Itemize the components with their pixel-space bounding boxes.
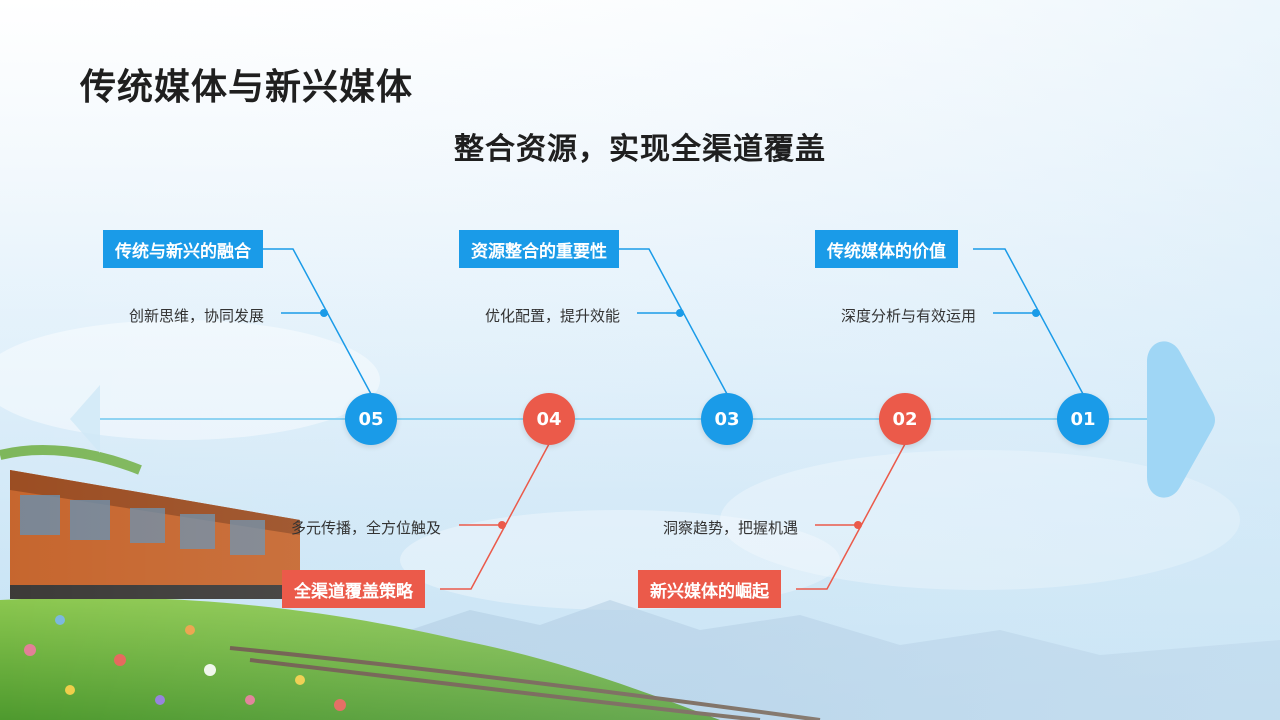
step-title-05: 传统与新兴的融合 <box>103 230 263 268</box>
branch-02 <box>796 443 906 590</box>
step-circle-02: 02 <box>879 393 931 445</box>
step-title-04: 全渠道覆盖策略 <box>282 570 425 608</box>
step-desc-02: 洞察趋势，把握机遇 <box>663 519 799 537</box>
step-circle-04: 04 <box>523 393 575 445</box>
branch-01 <box>973 248 1084 395</box>
step-title-03: 资源整合的重要性 <box>459 230 619 268</box>
step-desc-03: 优化配置，提升效能 <box>485 307 621 325</box>
step-circle-05: 05 <box>345 393 397 445</box>
step-circle-01: 01 <box>1057 393 1109 445</box>
step-desc-04: 多元传播，全方位触及 <box>291 519 442 537</box>
fishbone-arrow-tail <box>70 385 100 453</box>
step-circle-03: 03 <box>701 393 753 445</box>
branch-03 <box>617 248 728 395</box>
branch-04 <box>440 443 550 590</box>
step-title-01: 传统媒体的价值 <box>815 230 958 268</box>
step-desc-01: 深度分析与有效运用 <box>841 307 977 325</box>
page-subtitle: 整合资源，实现全渠道覆盖 <box>454 132 826 167</box>
fishbone-arrow-head <box>1147 341 1215 498</box>
page-title: 传统媒体与新兴媒体 <box>80 67 414 108</box>
step-title-02: 新兴媒体的崛起 <box>638 570 781 608</box>
branch-05 <box>261 248 372 395</box>
step-desc-05: 创新思维，协同发展 <box>129 307 265 325</box>
